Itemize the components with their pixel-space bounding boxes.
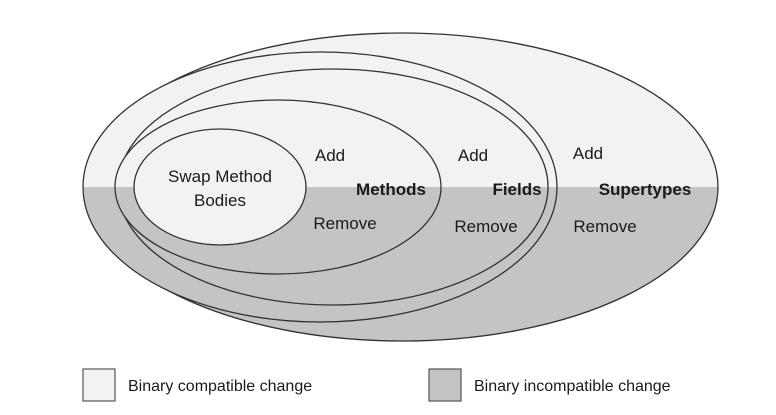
legend-incompatible-swatch bbox=[428, 368, 462, 402]
methods-add-label: Add bbox=[315, 146, 345, 165]
swap-method-bodies-region: Swap Method Bodies bbox=[133, 128, 307, 246]
fields-add-label: Add bbox=[458, 146, 488, 165]
supertypes-remove-label: Remove bbox=[573, 217, 636, 236]
fields-remove-label: Remove bbox=[454, 217, 517, 236]
legend-incompatible-label: Binary incompatible change bbox=[474, 378, 671, 395]
methods-title: Methods bbox=[356, 180, 426, 199]
legend-compatible-swatch bbox=[82, 368, 116, 402]
core-label-line2: Bodies bbox=[194, 191, 246, 210]
core-label-line1: Swap Method bbox=[168, 167, 272, 186]
legend: Binary compatible change Binary incompat… bbox=[82, 368, 671, 402]
methods-remove-label: Remove bbox=[313, 214, 376, 233]
fields-title: Fields bbox=[492, 180, 541, 199]
legend-compatible-label: Binary compatible change bbox=[128, 378, 312, 395]
supertypes-title: Supertypes bbox=[599, 180, 692, 199]
supertypes-add-label: Add bbox=[573, 144, 603, 163]
